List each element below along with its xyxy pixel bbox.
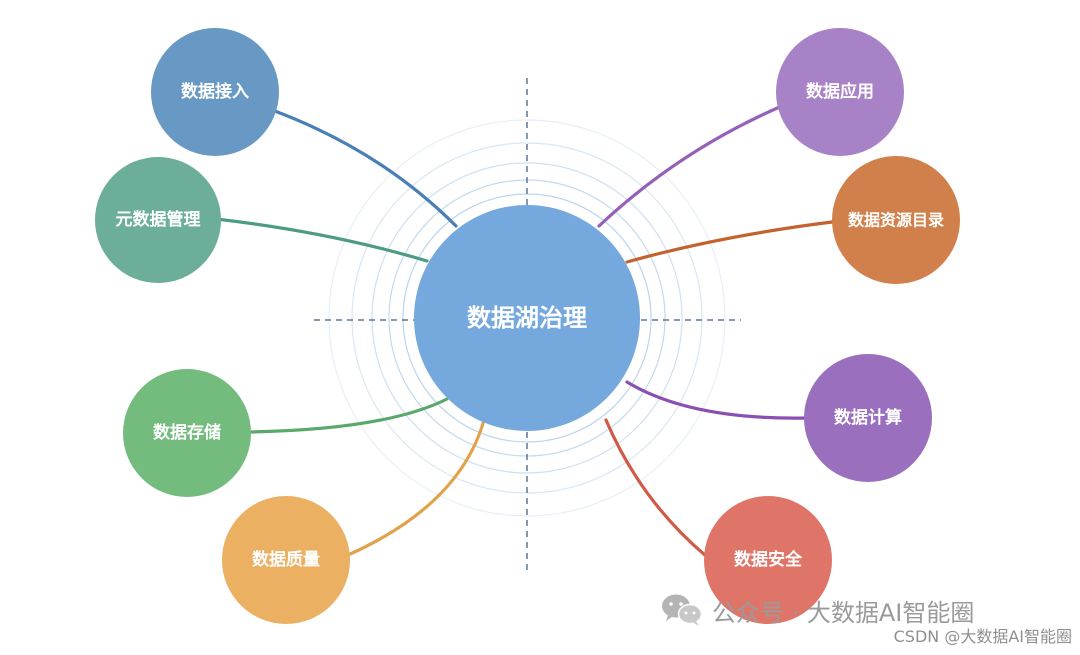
center-node[interactable]: 数据湖治理 (414, 205, 640, 431)
node-data-security[interactable]: 数据安全 (704, 496, 832, 624)
wechat-icon (662, 594, 703, 626)
node-circle (776, 28, 904, 156)
csdn-watermark: CSDN @大数据AI智能圈 (893, 627, 1072, 646)
connector-metadata-management (214, 217, 429, 263)
connector-data-application (597, 104, 784, 228)
node-label: 元数据管理 (116, 209, 201, 230)
node-data-ingestion[interactable]: 数据接入 (151, 28, 279, 156)
node-circle (222, 496, 350, 624)
node-label: 数据存储 (153, 422, 221, 443)
node-circle (832, 156, 960, 284)
node-label: 数据质量 (252, 549, 320, 570)
connector-data-resource-catalog (625, 220, 834, 264)
node-data-computing[interactable]: 数据计算 (804, 354, 932, 482)
node-data-application[interactable]: 数据应用 (776, 28, 904, 156)
watermark-text: 公众号 · 大数据AI智能圈 (712, 598, 975, 627)
node-label: 数据资源目录 (848, 211, 944, 230)
node-label: 数据计算 (834, 407, 902, 428)
connectors (214, 104, 834, 558)
node-label: 数据安全 (734, 549, 803, 570)
crosshair-axes (314, 78, 741, 575)
connector-data-storage (244, 397, 449, 434)
connector-data-ingestion (270, 108, 458, 228)
node-data-resource-catalog[interactable]: 数据资源目录 (832, 156, 960, 284)
connector-data-computing (625, 380, 808, 420)
center-node-label: 数据湖治理 (467, 304, 587, 332)
wechat-watermark: 公众号 · 大数据AI智能圈 (660, 592, 974, 628)
center-node-circle (414, 205, 640, 431)
connector-data-security (604, 418, 708, 558)
node-circle (804, 354, 932, 482)
node-circle (95, 157, 221, 283)
node-data-quality[interactable]: 数据质量 (222, 496, 350, 624)
node-data-storage[interactable]: 数据存储 (123, 369, 251, 497)
node-label: 数据接入 (181, 81, 249, 102)
connector-data-quality (346, 418, 486, 557)
node-circle (123, 369, 251, 497)
node-circle (151, 28, 279, 156)
node-label: 数据应用 (806, 81, 874, 102)
node-circle (704, 496, 832, 624)
node-metadata-management[interactable]: 元数据管理 (95, 157, 221, 283)
